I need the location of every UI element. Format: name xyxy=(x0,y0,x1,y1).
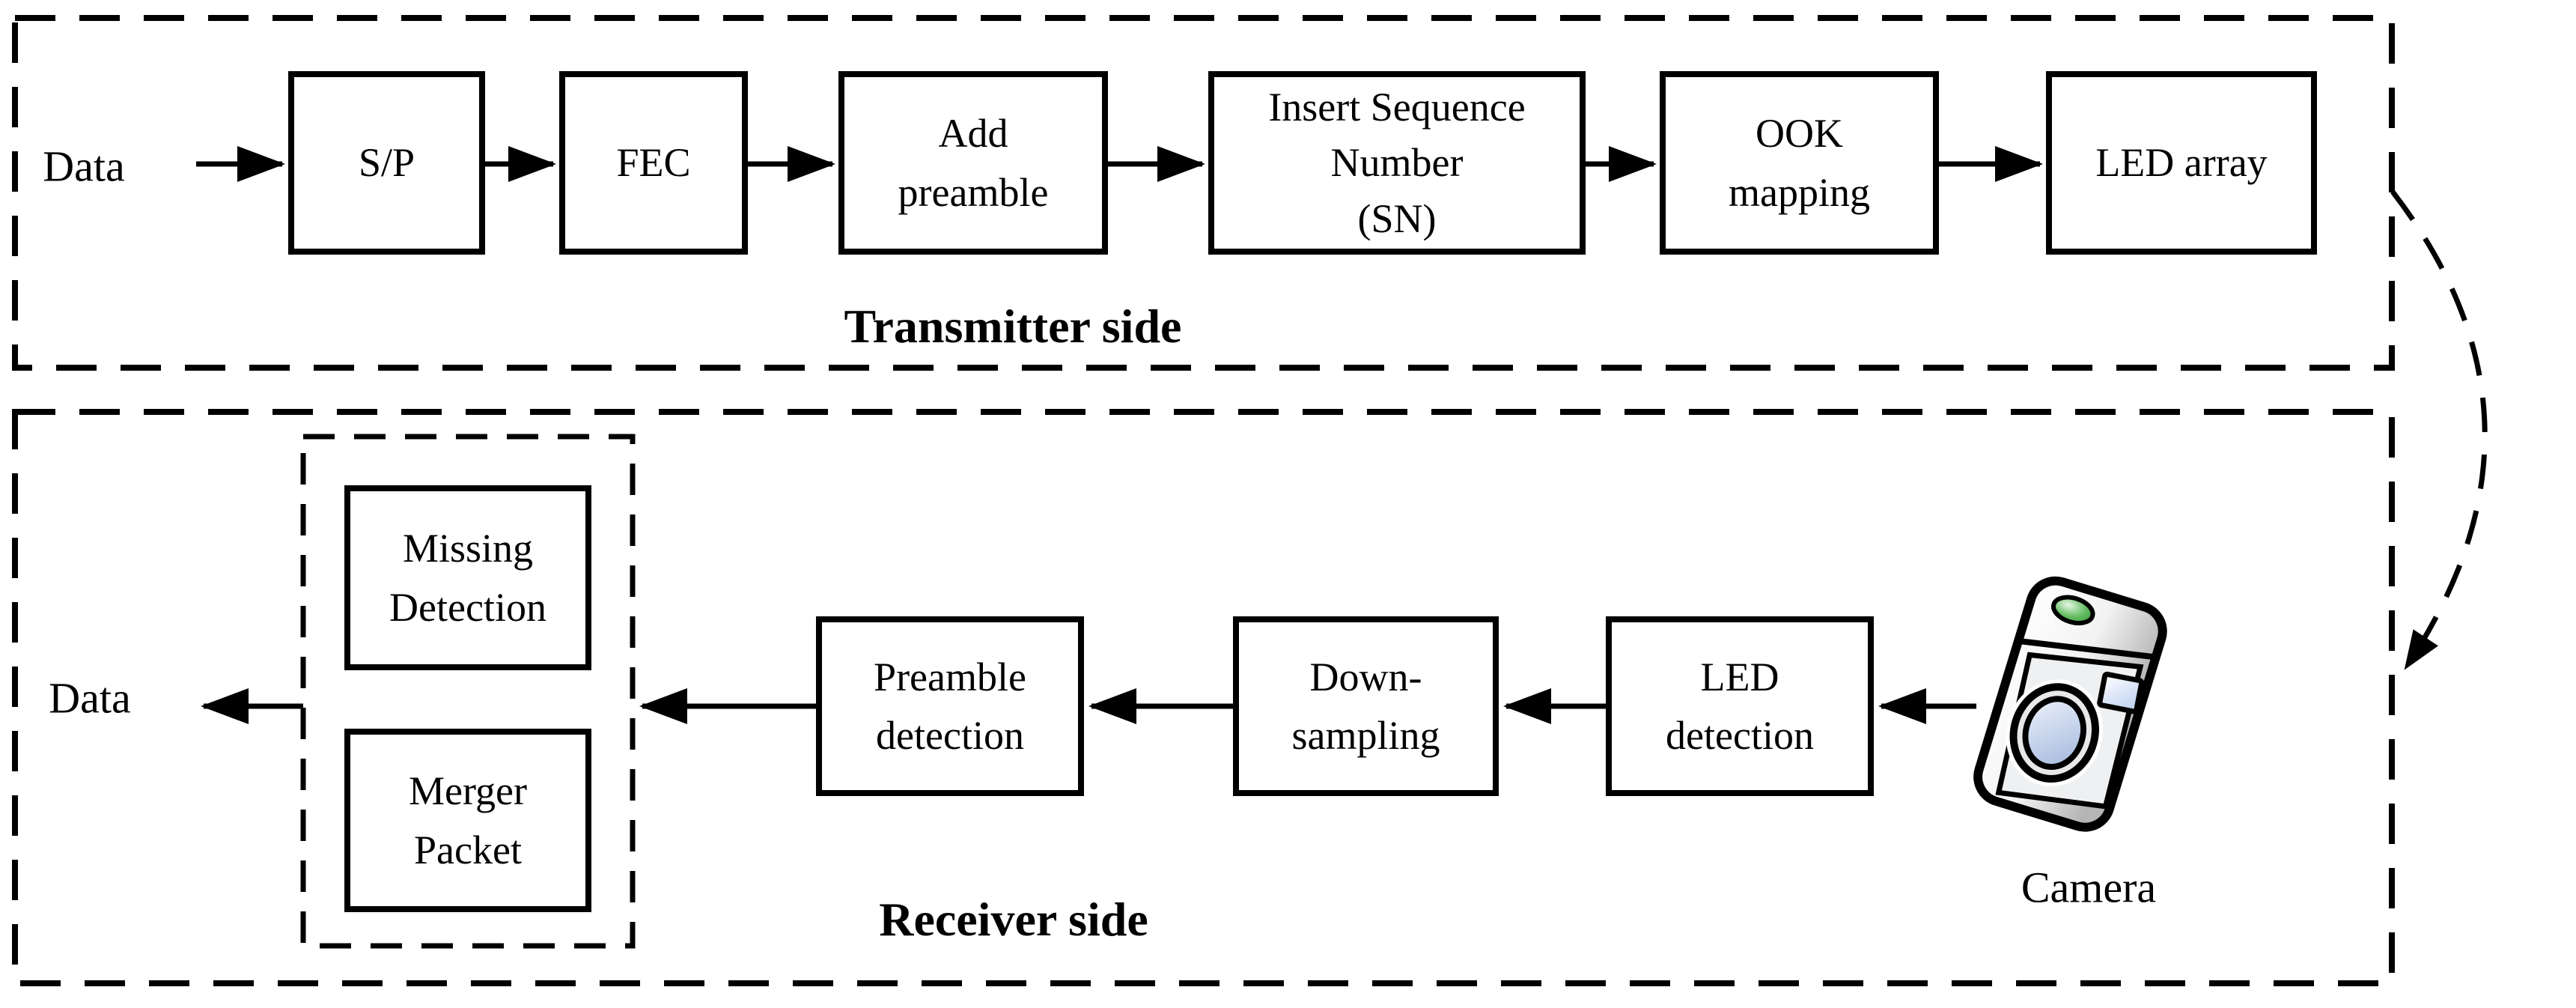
block-led-array-label: LED array xyxy=(2095,140,2268,186)
block-led-array: LED array xyxy=(2046,71,2317,255)
block-fec: FEC xyxy=(559,71,748,255)
transmitter-dashed-border xyxy=(12,15,2395,371)
block-insert-sequence-number: Insert Sequence Number (SN) xyxy=(1208,71,1586,255)
block-merger-packet-label: Merger Packet xyxy=(409,768,527,872)
packet-processing-dashed-border xyxy=(300,434,636,949)
block-ook-mapping-label: OOK mapping xyxy=(1729,111,1870,215)
optical-link-dashed-arrow xyxy=(2390,189,2488,670)
block-down-sampling: Down- sampling xyxy=(1233,616,1499,796)
block-preamble-detection-label: Preamble detection xyxy=(874,654,1026,758)
camera-caption: Camera xyxy=(2021,863,2157,912)
receiver-data-output-label: Data xyxy=(49,673,131,723)
receiver-side-title: Receiver side xyxy=(879,893,1148,946)
block-fec-label: FEC xyxy=(616,140,691,186)
block-merger-packet: Merger Packet xyxy=(344,729,591,912)
transmitter-side-title: Transmitter side xyxy=(844,300,1182,353)
block-led-detection-label: LED detection xyxy=(1666,654,1814,758)
receiver-dashed-border xyxy=(12,409,2395,986)
block-preamble-detection: Preamble detection xyxy=(816,616,1084,796)
block-insert-sequence-number-label: Insert Sequence Number (SN) xyxy=(1268,84,1526,241)
camera-viewfinder xyxy=(2097,671,2145,714)
camera-icon xyxy=(1973,576,2167,832)
block-add-preamble: Add preamble xyxy=(838,71,1108,255)
camera-led-indicator xyxy=(2051,595,2095,626)
transmitter-data-input-label: Data xyxy=(43,142,125,191)
camera-top-seam xyxy=(2021,638,2155,661)
camera-lens-glass xyxy=(2022,696,2086,771)
block-sp: S/P xyxy=(288,71,485,255)
block-led-detection: LED detection xyxy=(1606,616,1874,796)
block-down-sampling-label: Down- sampling xyxy=(1291,654,1440,758)
block-ook-mapping: OOK mapping xyxy=(1660,71,1939,255)
block-add-preamble-label: Add preamble xyxy=(898,111,1049,215)
block-sp-label: S/P xyxy=(358,140,415,186)
block-missing-detection: Missing Detection xyxy=(344,485,591,670)
block-missing-detection-label: Missing Detection xyxy=(389,526,546,630)
